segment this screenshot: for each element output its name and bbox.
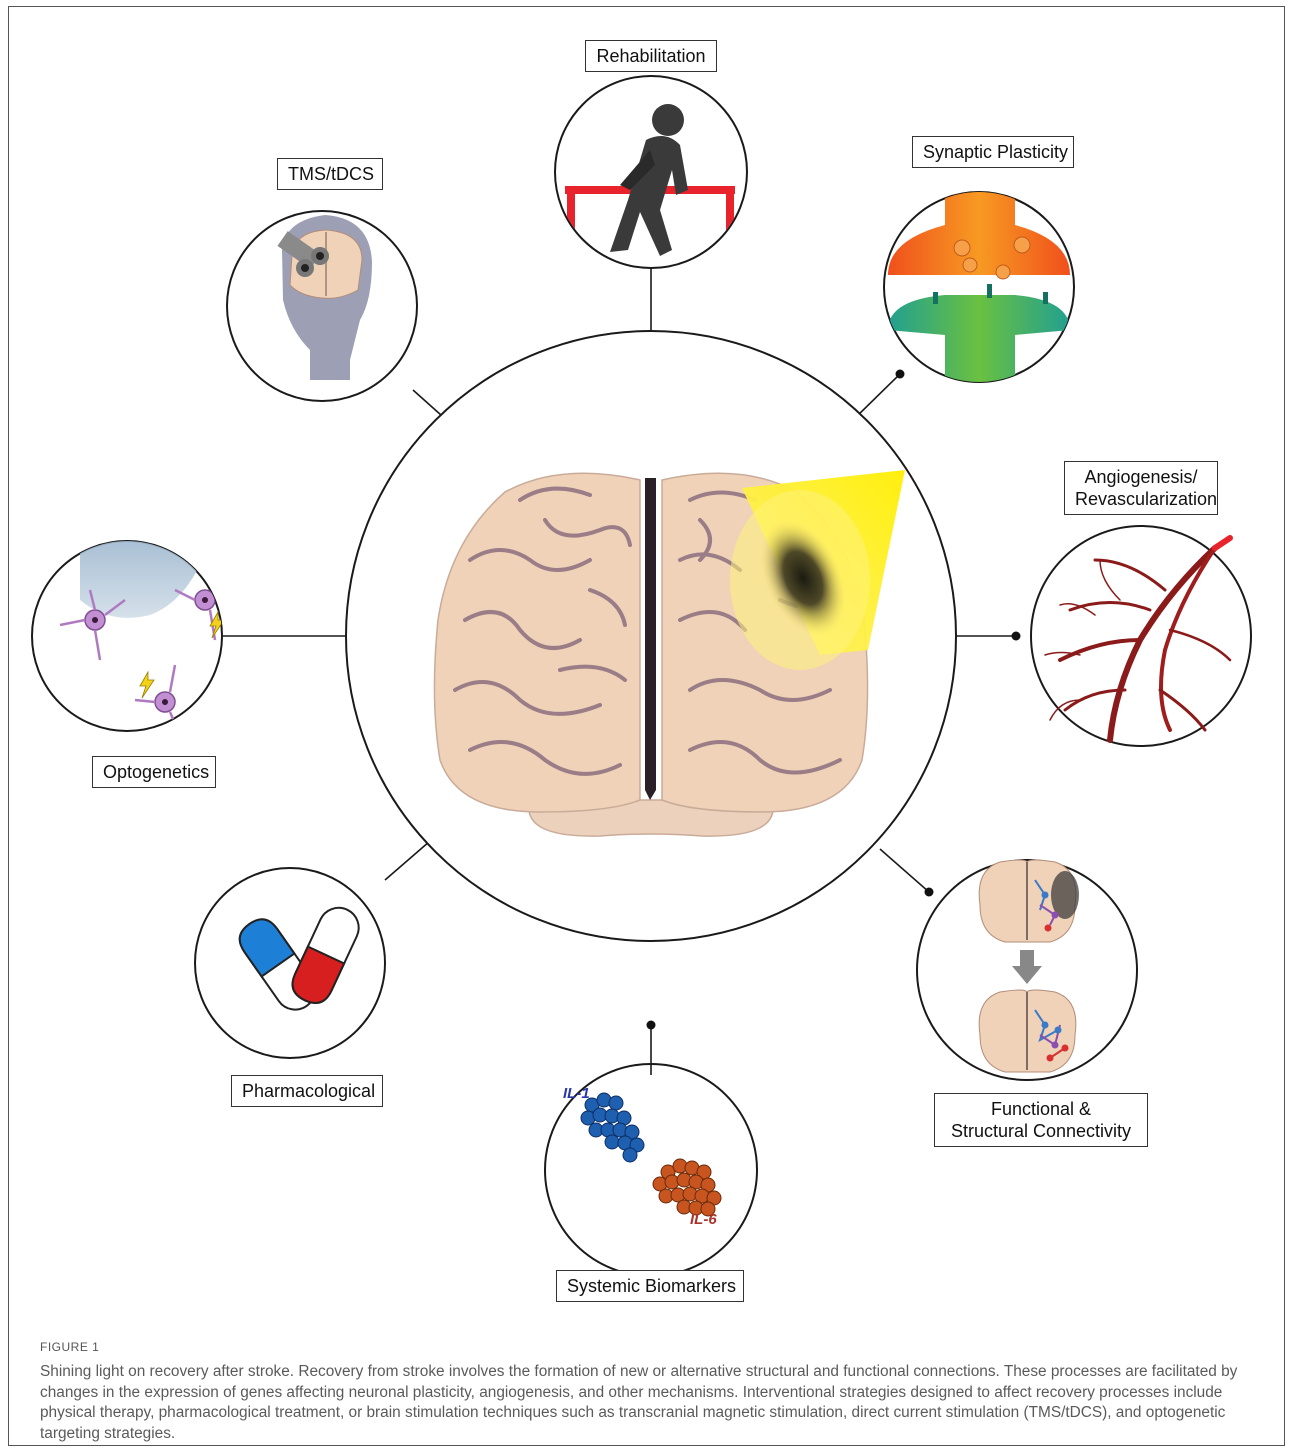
label-synaptic-plasticity: Synaptic Plasticity	[912, 136, 1074, 168]
head-stimulation-icon	[277, 215, 372, 380]
label-connectivity-line1: Functional &	[945, 1098, 1137, 1120]
figure-number: FIGURE 1	[40, 1340, 99, 1354]
label-optogenetics: Optogenetics	[92, 756, 216, 788]
label-systemic-biomarkers: Systemic Biomarkers	[556, 1270, 744, 1302]
rehabilitation-node	[555, 76, 747, 270]
tms-tdcs-node	[227, 211, 417, 401]
label-pharmacological: Pharmacological	[231, 1075, 383, 1107]
label-angiogenesis-line1: Angiogenesis/	[1075, 466, 1207, 488]
label-rehabilitation: Rehabilitation	[585, 40, 717, 72]
optogenetics-node	[32, 540, 225, 735]
il1-cluster-icon	[581, 1093, 644, 1162]
label-angiogenesis-line2: Revascularization	[1075, 488, 1207, 510]
connectivity-node	[917, 860, 1137, 1080]
synapse-icon	[888, 190, 1070, 390]
neurons-light-icon	[60, 540, 225, 735]
brain-network-before-icon	[979, 860, 1079, 942]
angiogenesis-node	[1031, 526, 1251, 746]
label-connectivity-line2: Structural Connectivity	[945, 1120, 1137, 1142]
central-brain-illustration	[434, 470, 905, 836]
blood-vessel-icon	[1045, 538, 1230, 740]
synaptic-plasticity-node	[884, 190, 1074, 390]
systemic-biomarkers-node: IL-1 IL-6	[545, 1064, 757, 1276]
il1-label: IL-1	[563, 1085, 590, 1102]
label-angiogenesis: Angiogenesis/ Revascularization	[1064, 461, 1218, 515]
il6-cluster-icon	[653, 1159, 721, 1216]
brain-network-after-icon	[979, 990, 1076, 1072]
down-arrow-icon	[1012, 950, 1042, 984]
pharmacological-node	[195, 868, 385, 1058]
label-tms-tdcs: TMS/tDCS	[277, 158, 383, 190]
figure-caption: Shining light on recovery after stroke. …	[40, 1362, 1255, 1444]
pills-icon	[233, 901, 365, 1017]
connector-connectivity	[880, 849, 929, 892]
label-connectivity: Functional & Structural Connectivity	[934, 1093, 1148, 1147]
walking-person-icon	[565, 104, 735, 270]
il6-label: IL-6	[690, 1211, 717, 1228]
